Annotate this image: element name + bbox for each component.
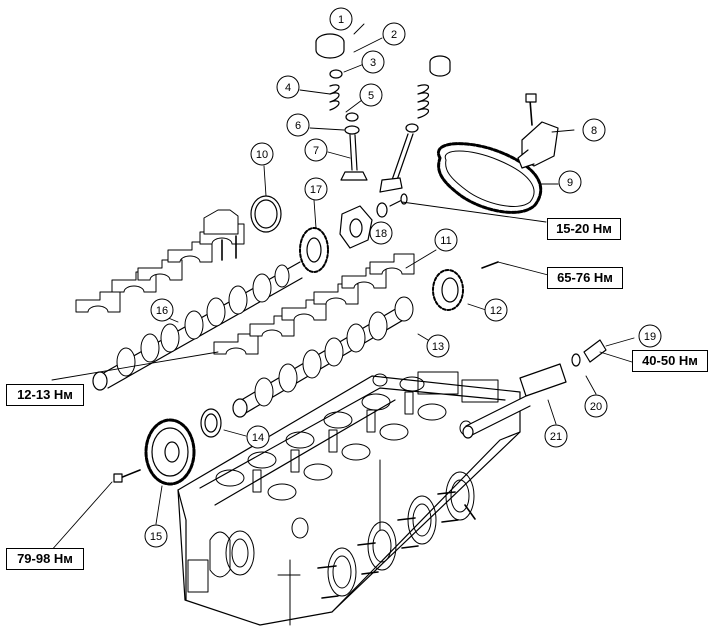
callout-number: 1 (338, 14, 344, 26)
callout-7: 7 (304, 138, 328, 162)
callout-circle (359, 83, 383, 107)
callout-6: 6 (286, 113, 310, 137)
callout-number: 8 (591, 125, 597, 137)
callout-number: 13 (432, 341, 444, 353)
callout-circle (246, 425, 270, 449)
callout-circle (638, 324, 662, 348)
callout-circle (304, 138, 328, 162)
callout-circle (144, 524, 168, 548)
callout-4: 4 (276, 75, 300, 99)
callout-circle (286, 113, 310, 137)
callout-circle (584, 394, 608, 418)
callout-circle (361, 50, 385, 74)
callout-circle (382, 22, 406, 46)
torque-label-40-50: 40-50 Нм (632, 350, 708, 372)
callout-circle (434, 228, 458, 252)
valve-assembly-right (379, 55, 451, 193)
callout-14: 14 (246, 425, 270, 449)
callout-circle (484, 298, 508, 322)
intake-camshaft (92, 261, 303, 391)
callout-number: 10 (256, 149, 268, 161)
callout-2: 2 (382, 22, 406, 46)
callout-circle (558, 170, 582, 194)
callout-circle (329, 7, 353, 31)
torque-label-15-20: 15-20 Нм (547, 218, 621, 240)
callout-circle (276, 75, 300, 99)
callout-13: 13 (426, 334, 450, 358)
callout-circle (150, 298, 174, 322)
sprocket-12 (432, 261, 499, 311)
fitting-19-20-21 (462, 339, 607, 439)
leader-lines (49, 23, 635, 553)
hub-18 (339, 193, 408, 249)
callout-number: 12 (490, 305, 502, 317)
callout-number: 17 (310, 184, 322, 196)
torque-label-12-13: 12-13 Нм (6, 384, 84, 406)
callout-number: 20 (590, 401, 602, 413)
callout-17: 17 (304, 177, 328, 201)
exhaust-camshaft (232, 296, 414, 418)
camshaft-sprocket-17 (299, 227, 329, 273)
callout-circle (369, 221, 393, 245)
callout-8: 8 (582, 118, 606, 142)
callout-number: 2 (391, 29, 397, 41)
callout-9: 9 (558, 170, 582, 194)
timing-chain-9 (436, 142, 543, 214)
callout-number: 9 (567, 177, 573, 189)
front-seal-10 (250, 195, 282, 233)
callout-number: 3 (370, 57, 376, 69)
callout-number: 19 (644, 331, 656, 343)
callout-number: 15 (150, 531, 162, 543)
callout-10: 10 (250, 142, 274, 166)
torque-label-65-76: 65-76 Нм (547, 267, 623, 289)
callout-number: 18 (375, 228, 387, 240)
callout-circle (250, 142, 274, 166)
callout-number: 21 (550, 431, 562, 443)
callout-19: 19 (638, 324, 662, 348)
callout-20: 20 (584, 394, 608, 418)
cylinder-head (177, 371, 521, 626)
seal-14 (200, 408, 222, 438)
callout-15: 15 (144, 524, 168, 548)
callout-16: 16 (150, 298, 174, 322)
callout-number: 7 (313, 145, 319, 157)
callout-circle (582, 118, 606, 142)
callout-18: 18 (369, 221, 393, 245)
callout-circle (304, 177, 328, 201)
callout-circle (426, 334, 450, 358)
callout-12: 12 (484, 298, 508, 322)
callout-circle (544, 424, 568, 448)
callout-1: 1 (329, 7, 353, 31)
valve-assembly-left (315, 33, 368, 181)
torque-label-79-98: 79-98 Нм (6, 548, 84, 570)
callout-11: 11 (434, 228, 458, 252)
bearing-caps (75, 209, 415, 355)
callout-number: 14 (252, 432, 264, 444)
callout-number: 16 (156, 305, 168, 317)
callout-3: 3 (361, 50, 385, 74)
callout-number: 4 (285, 82, 291, 94)
tensioner-8 (517, 93, 559, 169)
callout-number: 5 (368, 90, 374, 102)
callout-21: 21 (544, 424, 568, 448)
callout-5: 5 (359, 83, 383, 107)
callout-number: 11 (440, 235, 451, 247)
callout-number: 6 (295, 120, 301, 132)
camshaft-gear-15 (113, 418, 196, 486)
